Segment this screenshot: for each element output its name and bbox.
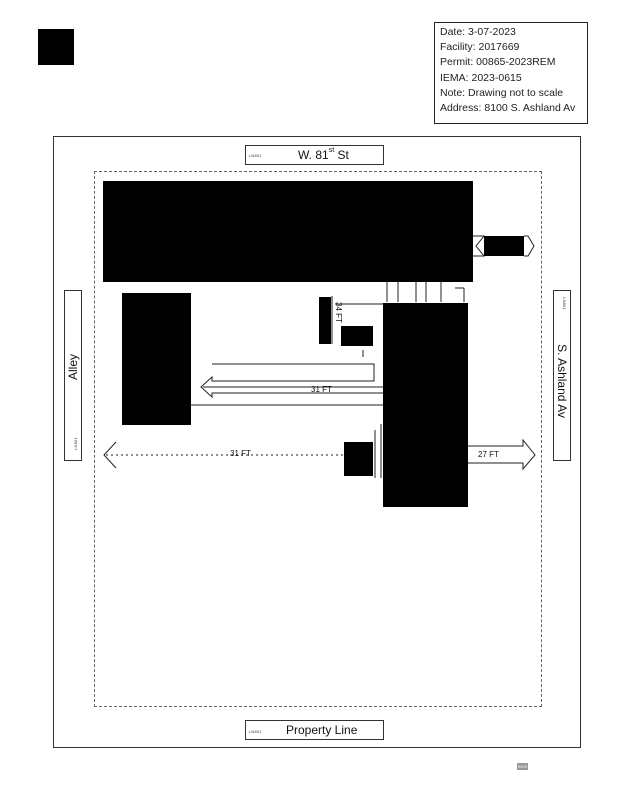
south-street-name: Property Line xyxy=(286,723,358,737)
permit-info-box: Date: 3-07-2023 Facility: 2017669 Permit… xyxy=(434,22,588,124)
west-alley-label: Alley LN801 xyxy=(64,290,82,461)
south-street-tag: LN801 xyxy=(249,729,262,734)
info-date: Date: 3-07-2023 xyxy=(440,26,516,38)
south-property-line-label: LN801 Property Line xyxy=(245,720,384,740)
site-inner-boundary xyxy=(94,171,542,707)
info-address: Address: 8100 S. Ashland Av xyxy=(440,102,576,115)
redacted-structure-east xyxy=(484,236,524,256)
info-note: Note: Drawing not to scale xyxy=(440,86,564,99)
redaction-square xyxy=(38,29,74,65)
redacted-building-north xyxy=(103,181,473,282)
redacted-small-block xyxy=(341,326,373,346)
info-iema: IEMA: 2023-0615 xyxy=(440,71,522,84)
dimension-34-ft-vertical: 34 FT xyxy=(334,302,343,323)
east-street-label: S. Ashland Av LN801 xyxy=(553,290,571,461)
redacted-building-east xyxy=(383,303,468,507)
redacted-post xyxy=(319,297,331,344)
dimension-31-ft-upper: 31 FT xyxy=(311,385,332,394)
property-boundary xyxy=(53,136,581,748)
info-permit: Permit: 00865-2023REM xyxy=(440,56,556,69)
redacted-block-south xyxy=(344,442,373,476)
north-street-name: W. 81st St xyxy=(298,147,349,162)
north-street-tag: LN801 xyxy=(249,153,262,158)
dimension-31-ft-lower: 31 FT xyxy=(230,449,251,458)
dimension-27-ft: 27 FT xyxy=(478,450,499,459)
north-street-label: LN801 W. 81st St xyxy=(245,145,384,165)
info-facility: Facility: 2017669 xyxy=(440,41,520,54)
page-mark: 0003 xyxy=(517,763,528,770)
redacted-building-west xyxy=(122,293,191,425)
